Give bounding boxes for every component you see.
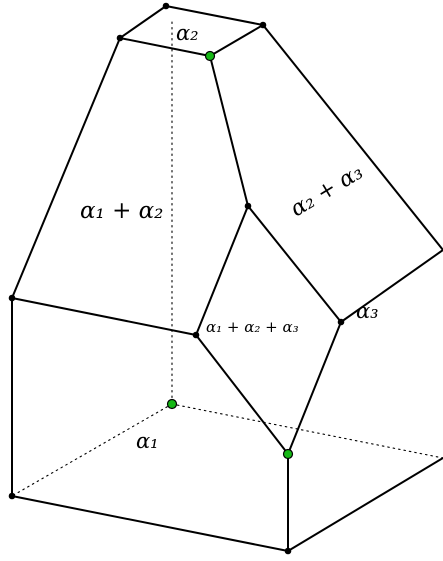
edge-right-lower: [340, 249, 443, 323]
edge-right-diag: [247, 205, 342, 323]
vertex-center-right: [337, 318, 345, 326]
edge-top-back-right: [165, 5, 264, 26]
vertex-top-right: [259, 21, 267, 29]
vertex-top-left: [116, 34, 124, 42]
hidden-edges: [11, 21, 443, 497]
edge-left-mid: [11, 297, 197, 336]
label-center-face: α₁ + α₂ + α₃: [206, 318, 299, 336]
edge-bottom-right: [287, 457, 443, 552]
label-left-face: α₁ + α₂: [80, 198, 163, 224]
hidden-edge-back-right: [171, 403, 443, 459]
edge-center-left: [195, 334, 289, 455]
edge-spine-lower: [195, 205, 249, 336]
label-top: α₂: [176, 21, 199, 45]
edge-bottom-front: [11, 495, 289, 552]
edge-right-slope: [262, 24, 443, 251]
highlight-vertex-back: [166, 398, 178, 410]
highlight-vertex-front: [282, 448, 294, 460]
label-bottom-right: α₃: [356, 299, 379, 323]
vertices: [8, 2, 345, 555]
vertex-spine-mid: [244, 202, 252, 210]
visible-edges: [11, 5, 443, 552]
edge-top-back-left: [119, 5, 167, 39]
highlight-vertex-top: [204, 50, 216, 62]
edge-left-slope: [11, 37, 121, 299]
vertex-center-left: [192, 331, 200, 339]
vertex-bottom-left: [8, 492, 16, 500]
edge-top-front-right: [209, 24, 264, 57]
label-right-face: α₂ + α₃: [286, 160, 367, 223]
edge-spine-upper: [209, 55, 249, 207]
label-bottom-left: α₁: [136, 429, 159, 453]
face-labels: α₂ α₁ + α₂ α₂ + α₃ α₁ + α₂ + α₃ α₁ α₃: [80, 21, 379, 453]
hidden-edge-back-left: [11, 403, 173, 497]
edge-top-front-left: [119, 37, 211, 57]
edge-center-right: [287, 321, 342, 455]
vertex-top-back: [162, 2, 170, 10]
vertex-left-mid: [8, 294, 16, 302]
vertex-bottom-front: [284, 547, 292, 555]
